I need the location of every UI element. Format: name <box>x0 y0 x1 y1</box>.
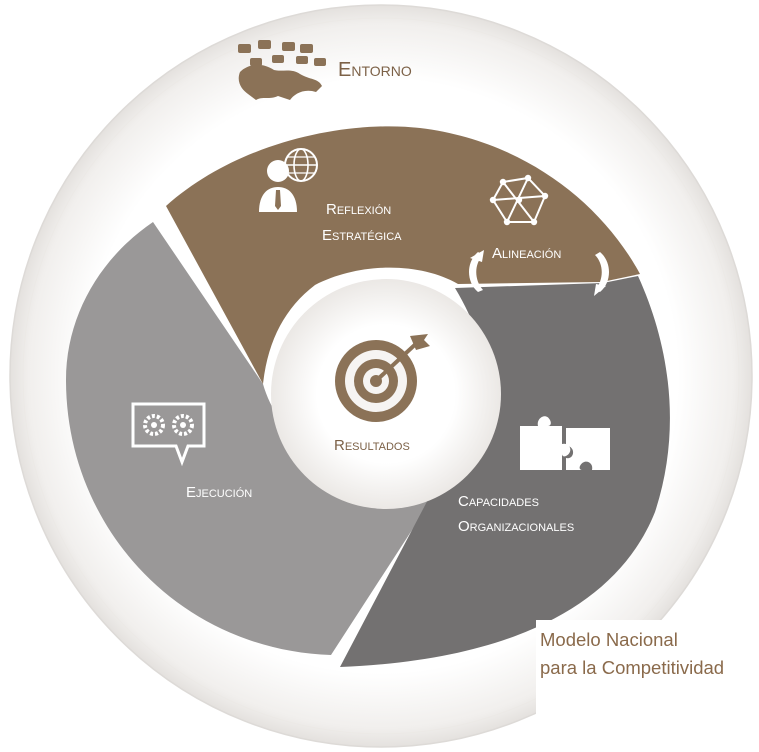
reflexion-label-line2: Estratégica <box>322 227 402 244</box>
gears-speech-bubble-icon <box>131 402 206 467</box>
alineacion-label: Alineación <box>492 245 561 262</box>
person-globe-icon <box>259 148 318 212</box>
puzzle-pieces-icon <box>520 416 610 470</box>
target-arrow-icon <box>335 334 430 422</box>
reflexion-label-line1: Reflexión <box>326 201 391 218</box>
outer-label: Entorno <box>338 59 412 81</box>
network-polygon-icon <box>489 174 549 226</box>
outer-ring-inner-line <box>22 17 740 735</box>
capacidades-label-line2: Organizacionales <box>458 518 574 535</box>
speech-bubbles-world-map-icon <box>238 40 326 100</box>
title-background <box>536 620 754 720</box>
resultados-label: Resultados <box>334 437 410 454</box>
model-title-line1: Modelo Nacional <box>540 629 678 650</box>
ejecucion-label: Ejecución <box>186 484 252 501</box>
segment-ejecucion <box>66 222 447 655</box>
model-title-line2: para la Competitividad <box>540 657 725 678</box>
model-title: Modelo Nacional para la Competitividad <box>540 626 724 682</box>
capacidades-label-line1: Capacidades <box>458 493 539 510</box>
segment-capacidades <box>340 276 670 667</box>
curved-arrows-icon <box>469 250 609 296</box>
